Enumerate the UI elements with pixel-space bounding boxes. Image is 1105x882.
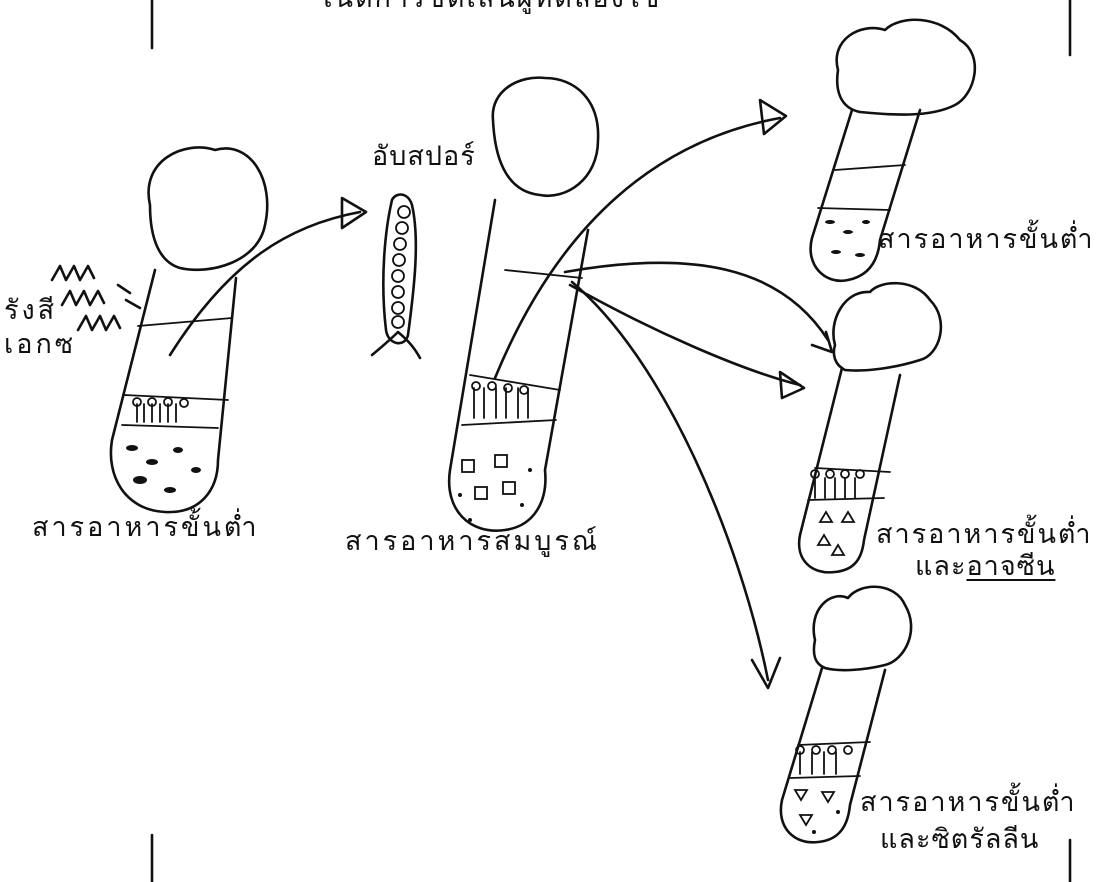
label-citrulline-and: และ bbox=[880, 824, 931, 855]
label-arginine-line2: และอาจซีน bbox=[915, 552, 1055, 582]
top-caption: โน้ตการขีดเส้นผู้ทดลองใช้ bbox=[318, 0, 661, 14]
label-citrulline-nutrient: ซิตรัลลีน bbox=[931, 824, 1039, 855]
label-arginine-nutrient: อาจซีน bbox=[966, 551, 1055, 582]
label-sporangium: อับสปอร์ bbox=[372, 142, 476, 172]
label-arginine-line1: สารอาหารขั้นต่ำ bbox=[876, 520, 1093, 550]
label-xray-line1: รังสี bbox=[4, 296, 57, 326]
arrow-to-minimal-tube bbox=[495, 100, 786, 378]
arrow-to-sporangium bbox=[170, 198, 366, 355]
label-citrulline-line2: และซิตรัลลีน bbox=[880, 825, 1039, 855]
arrow-to-arginine-tube bbox=[565, 263, 832, 352]
left-test-tube bbox=[111, 147, 267, 512]
label-complete-medium: สารอาหารสมบูรณ์ bbox=[345, 527, 600, 557]
label-minimal-medium-right: สารอาหารขั้นต่ำ bbox=[878, 225, 1095, 255]
label-arginine-and: และ bbox=[915, 551, 966, 582]
label-xray-line2: เอกซ bbox=[4, 330, 76, 360]
label-minimal-medium-left: สารอาหารขั้นต่ำ bbox=[32, 513, 260, 543]
arrow-to-citrulline-tube bbox=[572, 282, 780, 688]
arrow-to-arginine-tube-2 bbox=[570, 285, 804, 398]
label-citrulline-line1: สารอาหารขั้นต่ำ bbox=[860, 788, 1077, 818]
xray-rays bbox=[52, 266, 140, 330]
sporangium-sketch bbox=[372, 195, 420, 358]
